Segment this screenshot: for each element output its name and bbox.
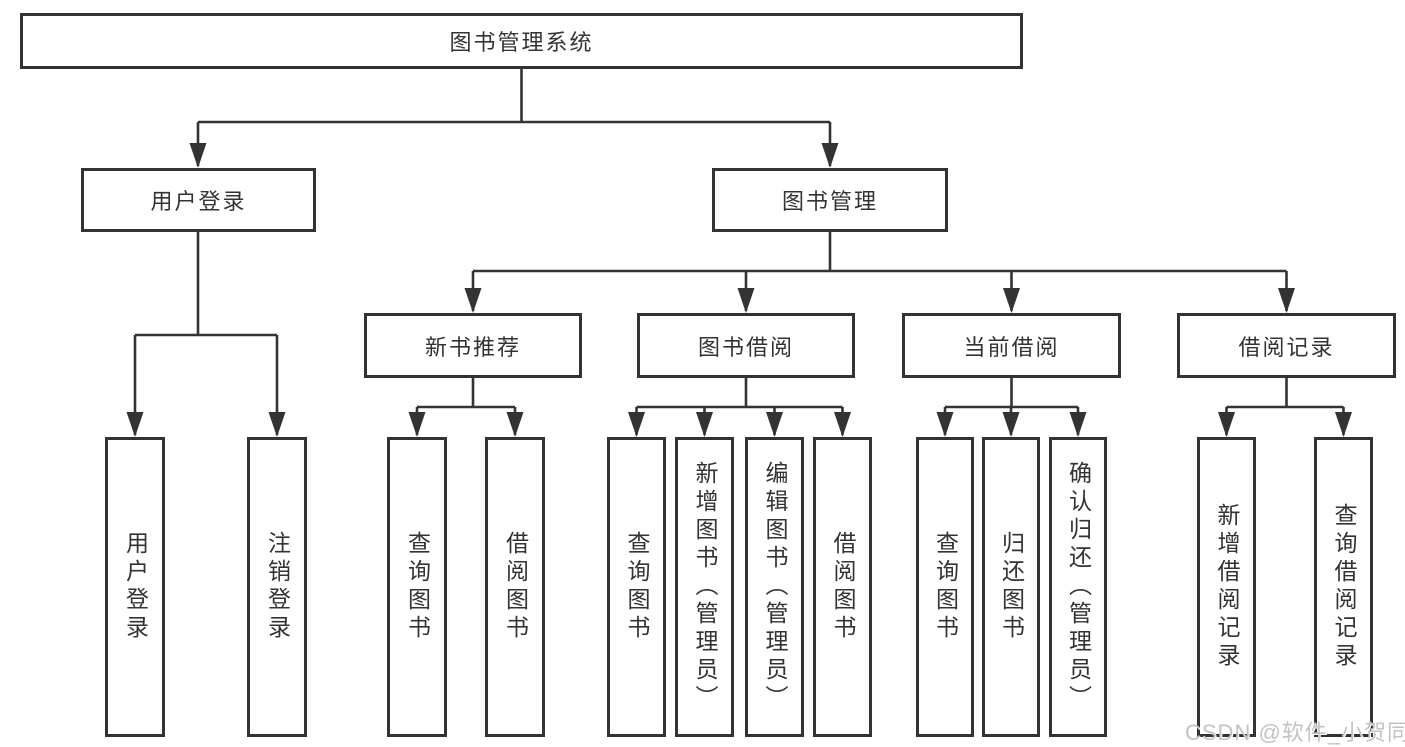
node-new-book-recommendation-label: 新书推荐 [424,334,521,360]
node-leaf-query-books-recommend-label: 查询图书 [404,531,431,643]
node-leaf-query-borrow-record: 查询借阅记录 [1314,437,1373,737]
node-root-label: 图书管理系统 [449,30,594,55]
node-leaf-edit-book-admin-label: 编辑图书（管理员） [762,461,788,713]
node-leaf-edit-book-admin: 编辑图书（管理员） [745,437,804,737]
node-leaf-borrow-books-borrowing-label: 借阅图书 [830,531,856,643]
arrowhead-icon [1278,288,1295,313]
node-leaf-return-book-label: 归还图书 [998,531,1025,643]
node-current-borrowing: 当前借阅 [902,313,1121,378]
node-leaf-logout-label: 注销登录 [264,531,291,643]
node-leaf-user-login: 用户登录 [105,437,165,737]
arrowhead-icon [464,288,482,313]
node-book-management-label: 图书管理 [781,189,878,214]
arrowhead-icon [821,143,839,168]
node-new-book-recommendation: 新书推荐 [364,313,582,378]
csdn-watermark: CSDN @软件_小贺同学 [1185,720,1405,745]
node-leaf-query-books-borrowing-label: 查询图书 [624,531,650,643]
connector-userlogin-to-leaves [133,232,279,435]
arrowhead-icon [834,412,851,437]
node-leaf-user-login-label: 用户登录 [122,531,149,643]
connector-borrowing-to-leaves [635,378,844,435]
arrowhead-icon [1069,412,1087,437]
node-leaf-confirm-return-admin: 确认归还（管理员） [1049,437,1107,737]
arrowhead-icon [189,143,207,168]
arrowhead-icon [936,412,954,437]
arrowhead-icon [1002,412,1020,437]
arrowhead-icon [737,288,755,313]
node-leaf-add-book-admin: 新增图书（管理员） [675,437,734,737]
node-borrowing-records: 借阅记录 [1177,313,1396,378]
arrowhead-icon [126,412,144,437]
arrowhead-icon [766,412,783,437]
node-root: 图书管理系统 [20,13,1023,69]
node-leaf-borrow-books-recommend-label: 借阅图书 [502,531,529,643]
arrowhead-icon [1003,288,1020,313]
node-leaf-query-books-current-label: 查询图书 [932,531,959,643]
arrowhead-icon [408,412,426,437]
node-leaf-add-book-admin-label: 新增图书（管理员） [692,461,718,713]
node-current-borrowing-label: 当前借阅 [963,334,1060,360]
arrowhead-icon [1335,412,1352,437]
node-leaf-return-book: 归还图书 [982,437,1040,737]
node-leaf-query-borrow-record-label: 查询借阅记录 [1331,503,1357,671]
node-user-login-label: 用户登录 [150,189,247,214]
node-leaf-borrow-books-recommend: 借阅图书 [485,437,545,737]
node-leaf-query-books-borrowing: 查询图书 [607,437,666,737]
connector-root-to-level2 [196,69,832,166]
connector-recommend-to-leaves [415,378,517,435]
node-user-login: 用户登录 [81,168,316,232]
node-book-management: 图书管理 [712,168,948,232]
node-leaf-borrow-books-borrowing: 借阅图书 [813,437,872,737]
arrowhead-icon [1218,412,1235,437]
node-book-borrowing: 图书借阅 [637,313,855,378]
node-borrowing-records-label: 借阅记录 [1238,334,1335,360]
connector-bookmgmt-to-level3 [471,232,1288,311]
arrowhead-icon [696,412,713,437]
arrowhead-icon [268,412,286,437]
node-leaf-query-books-recommend: 查询图书 [387,437,447,737]
connector-records-to-leaves [1225,378,1345,435]
arrowhead-icon [506,412,524,437]
arrowheads [126,143,1352,437]
node-book-borrowing-label: 图书借阅 [697,334,794,360]
node-leaf-add-borrow-record: 新增借阅记录 [1197,437,1256,737]
node-leaf-query-books-current: 查询图书 [916,437,974,737]
node-leaf-add-borrow-record-label: 新增借阅记录 [1214,503,1240,671]
node-leaf-logout: 注销登录 [247,437,307,737]
node-leaf-confirm-return-admin-label: 确认归还（管理员） [1065,461,1092,713]
arrowhead-icon [628,412,645,437]
